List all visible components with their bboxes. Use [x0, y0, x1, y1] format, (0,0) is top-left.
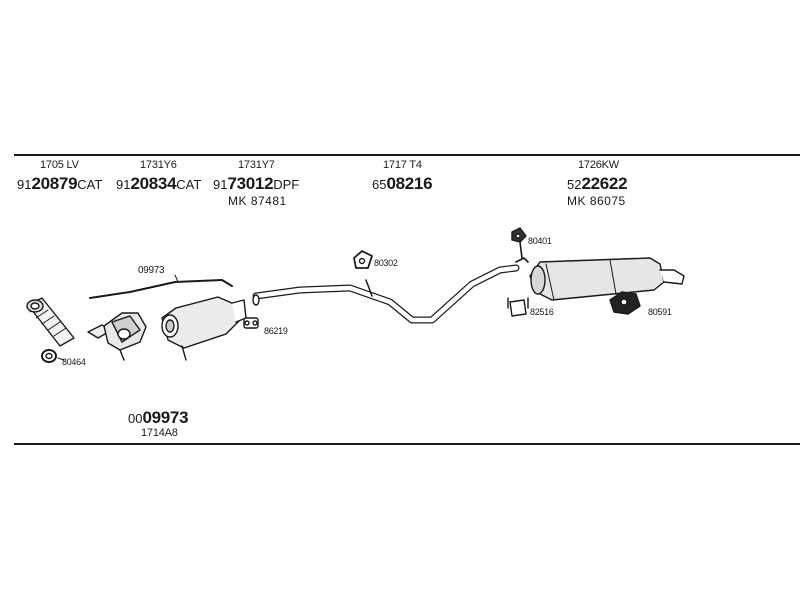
- group-3-ref: 1731Y7: [238, 159, 275, 171]
- flex-pipe-part: [26, 297, 75, 347]
- group-5-mk: MK 86075: [567, 194, 626, 208]
- catalyst-1-part: [87, 312, 147, 361]
- group-5-ref: 1726KW: [578, 159, 619, 171]
- gasket-ring-part: [41, 349, 65, 363]
- callout-80464: 80464: [62, 357, 86, 367]
- callout-82516: 82516: [530, 307, 554, 317]
- callout-09973: 09973: [138, 265, 165, 276]
- bottom-part-number: 0009973: [128, 408, 189, 427]
- group-4-ref: 1717 T4: [383, 159, 422, 171]
- group-3-mk: MK 87481: [228, 194, 287, 208]
- rear-muffler-part: [529, 257, 685, 301]
- group-1-ref: 1705 LV: [40, 159, 79, 171]
- group-1-part-number: 9120879CAT: [17, 174, 103, 193]
- bracket-80302-part: [353, 250, 373, 269]
- callout-80302: 80302: [374, 258, 398, 268]
- top-rule: [14, 154, 800, 156]
- callout-80591: 80591: [648, 307, 672, 317]
- middle-pipe-part: [252, 264, 520, 324]
- group-5-part-number: 5222622: [567, 174, 628, 193]
- callout-80401: 80401: [528, 236, 552, 246]
- group-2-ref: 1731Y6: [140, 159, 177, 171]
- dpf-part: [161, 296, 247, 361]
- rubber-mount-80401-part: [511, 227, 529, 263]
- bottom-ref: 1714A8: [141, 427, 178, 439]
- rubber-mount-80591-part: [609, 291, 641, 315]
- callout-86219: 86219: [264, 326, 288, 336]
- group-2-part-number: 9120834CAT: [116, 174, 202, 193]
- group-3-part-number: 9173012DPF: [213, 174, 300, 193]
- clamp-86219-part: [243, 317, 259, 329]
- heat-shield-part: [89, 279, 233, 299]
- bottom-rule: [14, 443, 800, 445]
- clamp-82516-part: [507, 297, 529, 317]
- group-4-part-number: 6508216: [372, 174, 433, 193]
